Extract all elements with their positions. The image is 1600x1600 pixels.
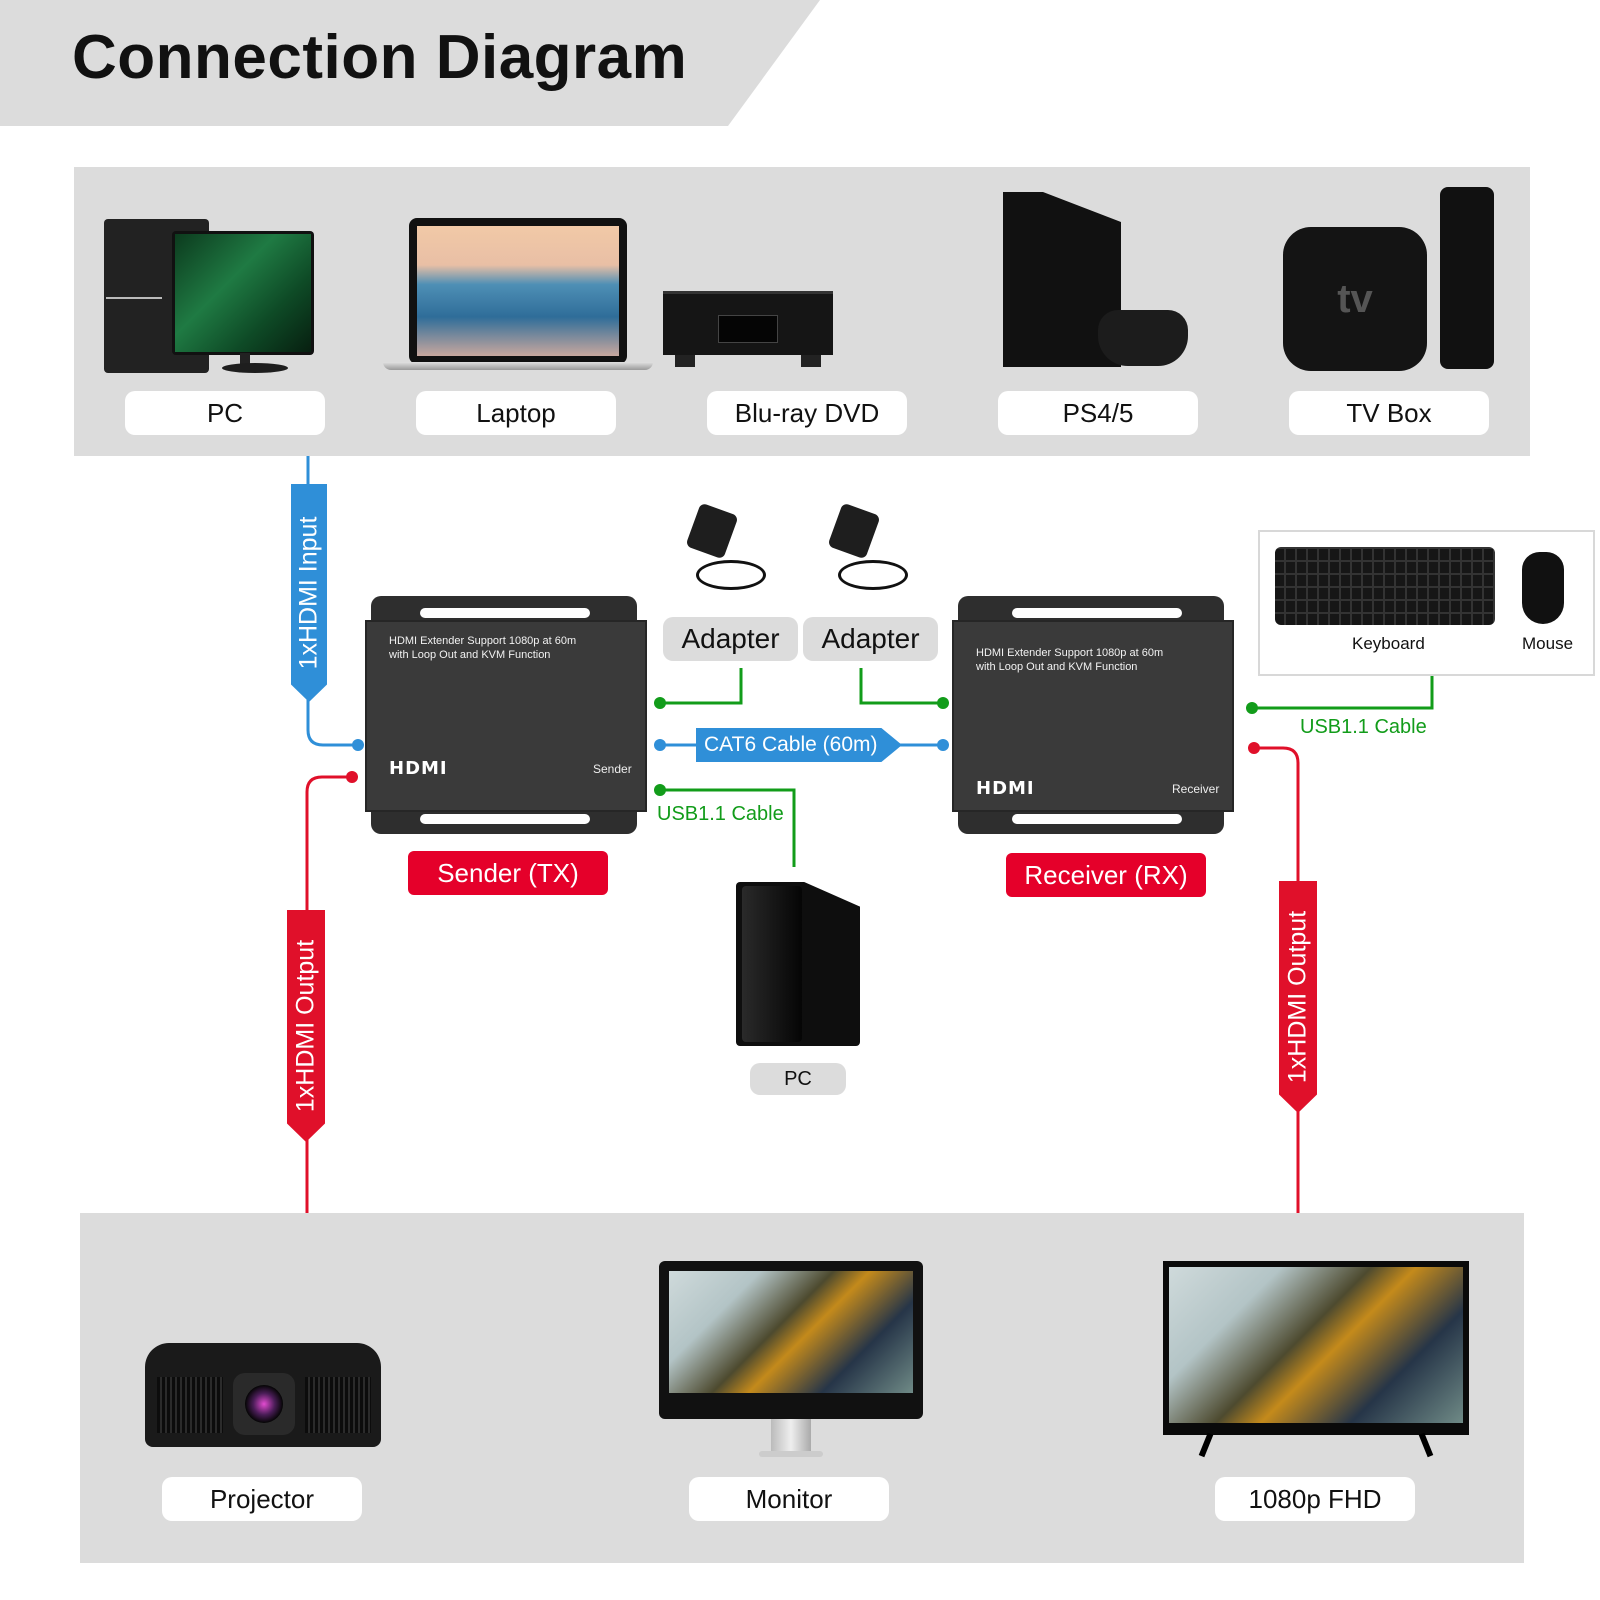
hdmi-input-line bbox=[306, 456, 358, 747]
hdmi-output-right-tag: 1xHDMI Output bbox=[1279, 881, 1317, 1113]
receiver-role-text: Receiver bbox=[1172, 782, 1220, 796]
sender-unit: HDMI Extender Support 1080p at 60m with … bbox=[365, 596, 647, 834]
display-label-tv: 1080p FHD bbox=[1215, 1477, 1415, 1521]
sender-power-line bbox=[660, 668, 743, 705]
hdmi-logo: HDMI bbox=[976, 778, 1035, 799]
mouse-icon bbox=[1522, 552, 1564, 624]
source-label-pc: PC bbox=[125, 391, 325, 435]
remote-icon bbox=[1440, 187, 1494, 369]
display-label-projector: Projector bbox=[162, 1477, 362, 1521]
keyboard-icon bbox=[1275, 547, 1495, 625]
page-title: Connection Diagram bbox=[72, 23, 688, 92]
laptop-icon bbox=[383, 218, 653, 372]
hdmi-logo: HDMI bbox=[389, 758, 448, 779]
sender-tag: Sender (TX) bbox=[408, 851, 608, 895]
receiver-power-line bbox=[859, 668, 943, 705]
power-adapter-icon bbox=[822, 500, 932, 600]
hdmi-output-right-port-dot bbox=[1248, 742, 1260, 754]
mouse-label: Mouse bbox=[1522, 634, 1574, 653]
bluray-player-icon bbox=[663, 291, 833, 369]
projector-icon bbox=[145, 1343, 381, 1453]
monitor-icon bbox=[659, 1261, 923, 1459]
receiver-tag: Receiver (RX) bbox=[1006, 853, 1206, 897]
desktop-pc-icon bbox=[104, 219, 350, 375]
adapter-label-receiver: Adapter bbox=[803, 617, 938, 661]
adapter-label-sender: Adapter bbox=[663, 617, 798, 661]
tv-box-icon: tv bbox=[1283, 187, 1498, 371]
usb-receiver-line bbox=[1252, 676, 1434, 710]
sender-description: HDMI Extender Support 1080p at 60m with … bbox=[389, 635, 577, 661]
receiver-description: HDMI Extender Support 1080p at 60m with … bbox=[976, 647, 1164, 673]
title-band bbox=[0, 0, 820, 126]
hdmi-input-port-dot bbox=[352, 739, 364, 751]
hdmi-output-left-port-dot bbox=[346, 771, 358, 783]
source-label-tvbox: TV Box bbox=[1289, 391, 1489, 435]
source-label-bluray: Blu-ray DVD bbox=[707, 391, 907, 435]
usb-sender-label: USB1.1 Cable bbox=[657, 803, 784, 825]
hdmi-output-right-line bbox=[1254, 746, 1300, 1213]
hdmi-input-tag: 1xHDMI Input bbox=[291, 484, 327, 702]
cat6-cable-tag: CAT6 Cable (60m) bbox=[696, 728, 902, 762]
display-label-monitor: Monitor bbox=[689, 1477, 889, 1521]
source-label-ps: PS4/5 bbox=[998, 391, 1198, 435]
apple-tv-logo: tv bbox=[1337, 276, 1373, 321]
keyboard-label: Keyboard bbox=[1352, 634, 1425, 653]
hdmi-output-left-line bbox=[305, 775, 352, 1213]
source-label-laptop: Laptop bbox=[416, 391, 616, 435]
receiver-unit: HDMI Extender Support 1080p at 60m with … bbox=[952, 596, 1234, 834]
local-pc-label: PC bbox=[750, 1063, 846, 1095]
tv-icon bbox=[1163, 1261, 1469, 1458]
local-pc-icon bbox=[736, 880, 860, 1048]
power-adapter-icon bbox=[680, 500, 790, 600]
hdmi-output-left-tag: 1xHDMI Output bbox=[287, 910, 325, 1142]
game-console-icon bbox=[1003, 192, 1193, 372]
kvm-peripherals-box: Keyboard Mouse bbox=[1258, 530, 1595, 676]
usb-sender-line bbox=[660, 788, 796, 867]
sender-role-text: Sender bbox=[593, 762, 632, 776]
usb-receiver-label: USB1.1 Cable bbox=[1300, 716, 1427, 738]
